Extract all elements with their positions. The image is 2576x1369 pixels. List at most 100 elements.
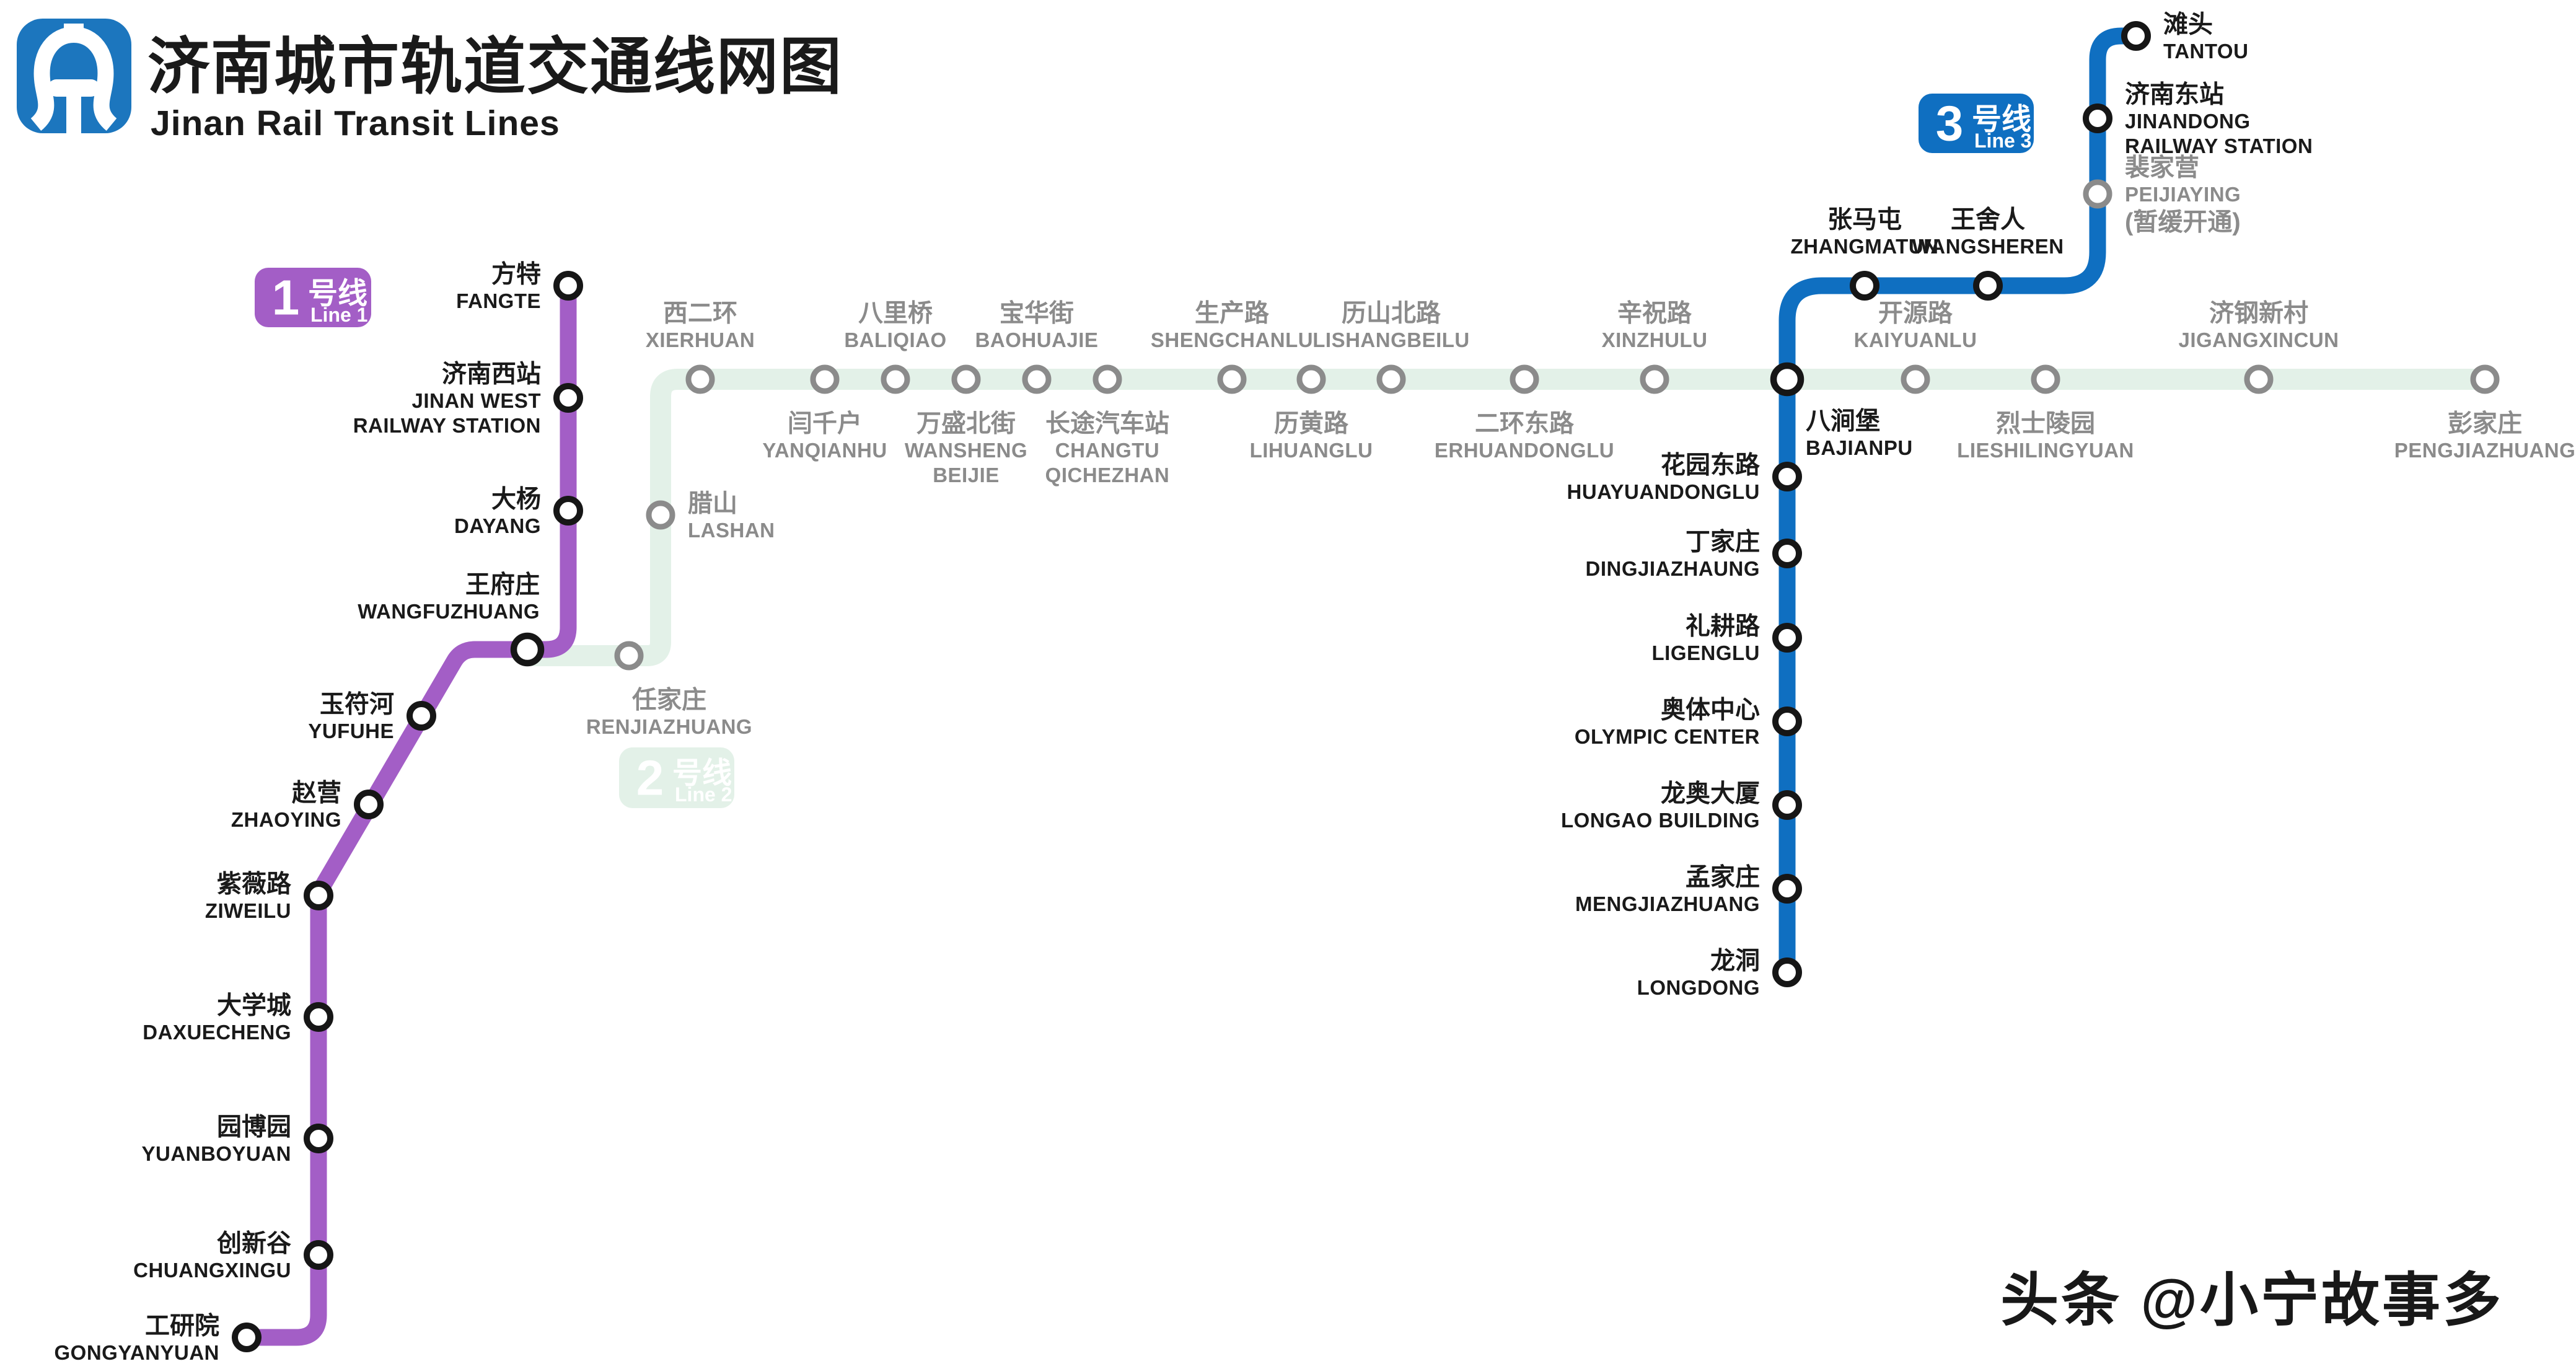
station-marker — [1376, 364, 1406, 394]
header: 济南城市轨道交通线网图 Jinan Rail Transit Lines — [17, 19, 843, 143]
page-title-zh: 济南城市轨道交通线网图 — [147, 32, 843, 102]
badge-background — [255, 268, 371, 327]
station-marker — [1772, 957, 1802, 987]
page-title-en: Jinan Rail Transit Lines — [151, 103, 560, 143]
station-marker — [510, 632, 545, 667]
station-marker — [1296, 364, 1326, 394]
station-marker — [881, 364, 910, 394]
station-marker — [2121, 21, 2151, 51]
badge-line-zh: 号线 — [308, 278, 367, 310]
badge-line-en: Line 1 — [310, 304, 367, 326]
station-marker — [1850, 271, 1879, 301]
station-marker — [1772, 462, 1802, 491]
station-marker — [1022, 364, 1052, 394]
station-marker — [2031, 364, 2060, 394]
station-marker — [810, 364, 840, 394]
badge-line-number: 1 — [272, 270, 300, 325]
station-marker — [1772, 874, 1802, 904]
badge-line-zh: 号线 — [672, 757, 732, 790]
station-marker — [304, 1124, 333, 1153]
badge-line-zh: 号线 — [1972, 103, 2031, 136]
station-marker — [1640, 364, 1669, 394]
station-marker — [2470, 364, 2500, 394]
station-marker — [304, 1240, 333, 1270]
logo-stem — [66, 84, 81, 133]
jinan-metro-logo — [17, 19, 131, 133]
station-marker — [1770, 362, 1805, 397]
station-marker — [1901, 364, 1930, 394]
station-marker — [304, 881, 333, 910]
badge-line-en: Line 3 — [1974, 130, 2031, 152]
station-marker — [614, 641, 644, 671]
watermark-text: 头条 @小宁故事多 — [2000, 1267, 2503, 1332]
station-marker — [553, 496, 583, 526]
station-marker — [1092, 364, 1122, 394]
badge-line-number: 2 — [636, 751, 664, 806]
route-line1 — [238, 277, 577, 1346]
station-marker — [1973, 271, 2003, 301]
station-marker — [1510, 364, 1539, 394]
badge-background — [1919, 94, 2034, 153]
station-marker — [951, 364, 981, 394]
station-marker — [1772, 790, 1802, 820]
